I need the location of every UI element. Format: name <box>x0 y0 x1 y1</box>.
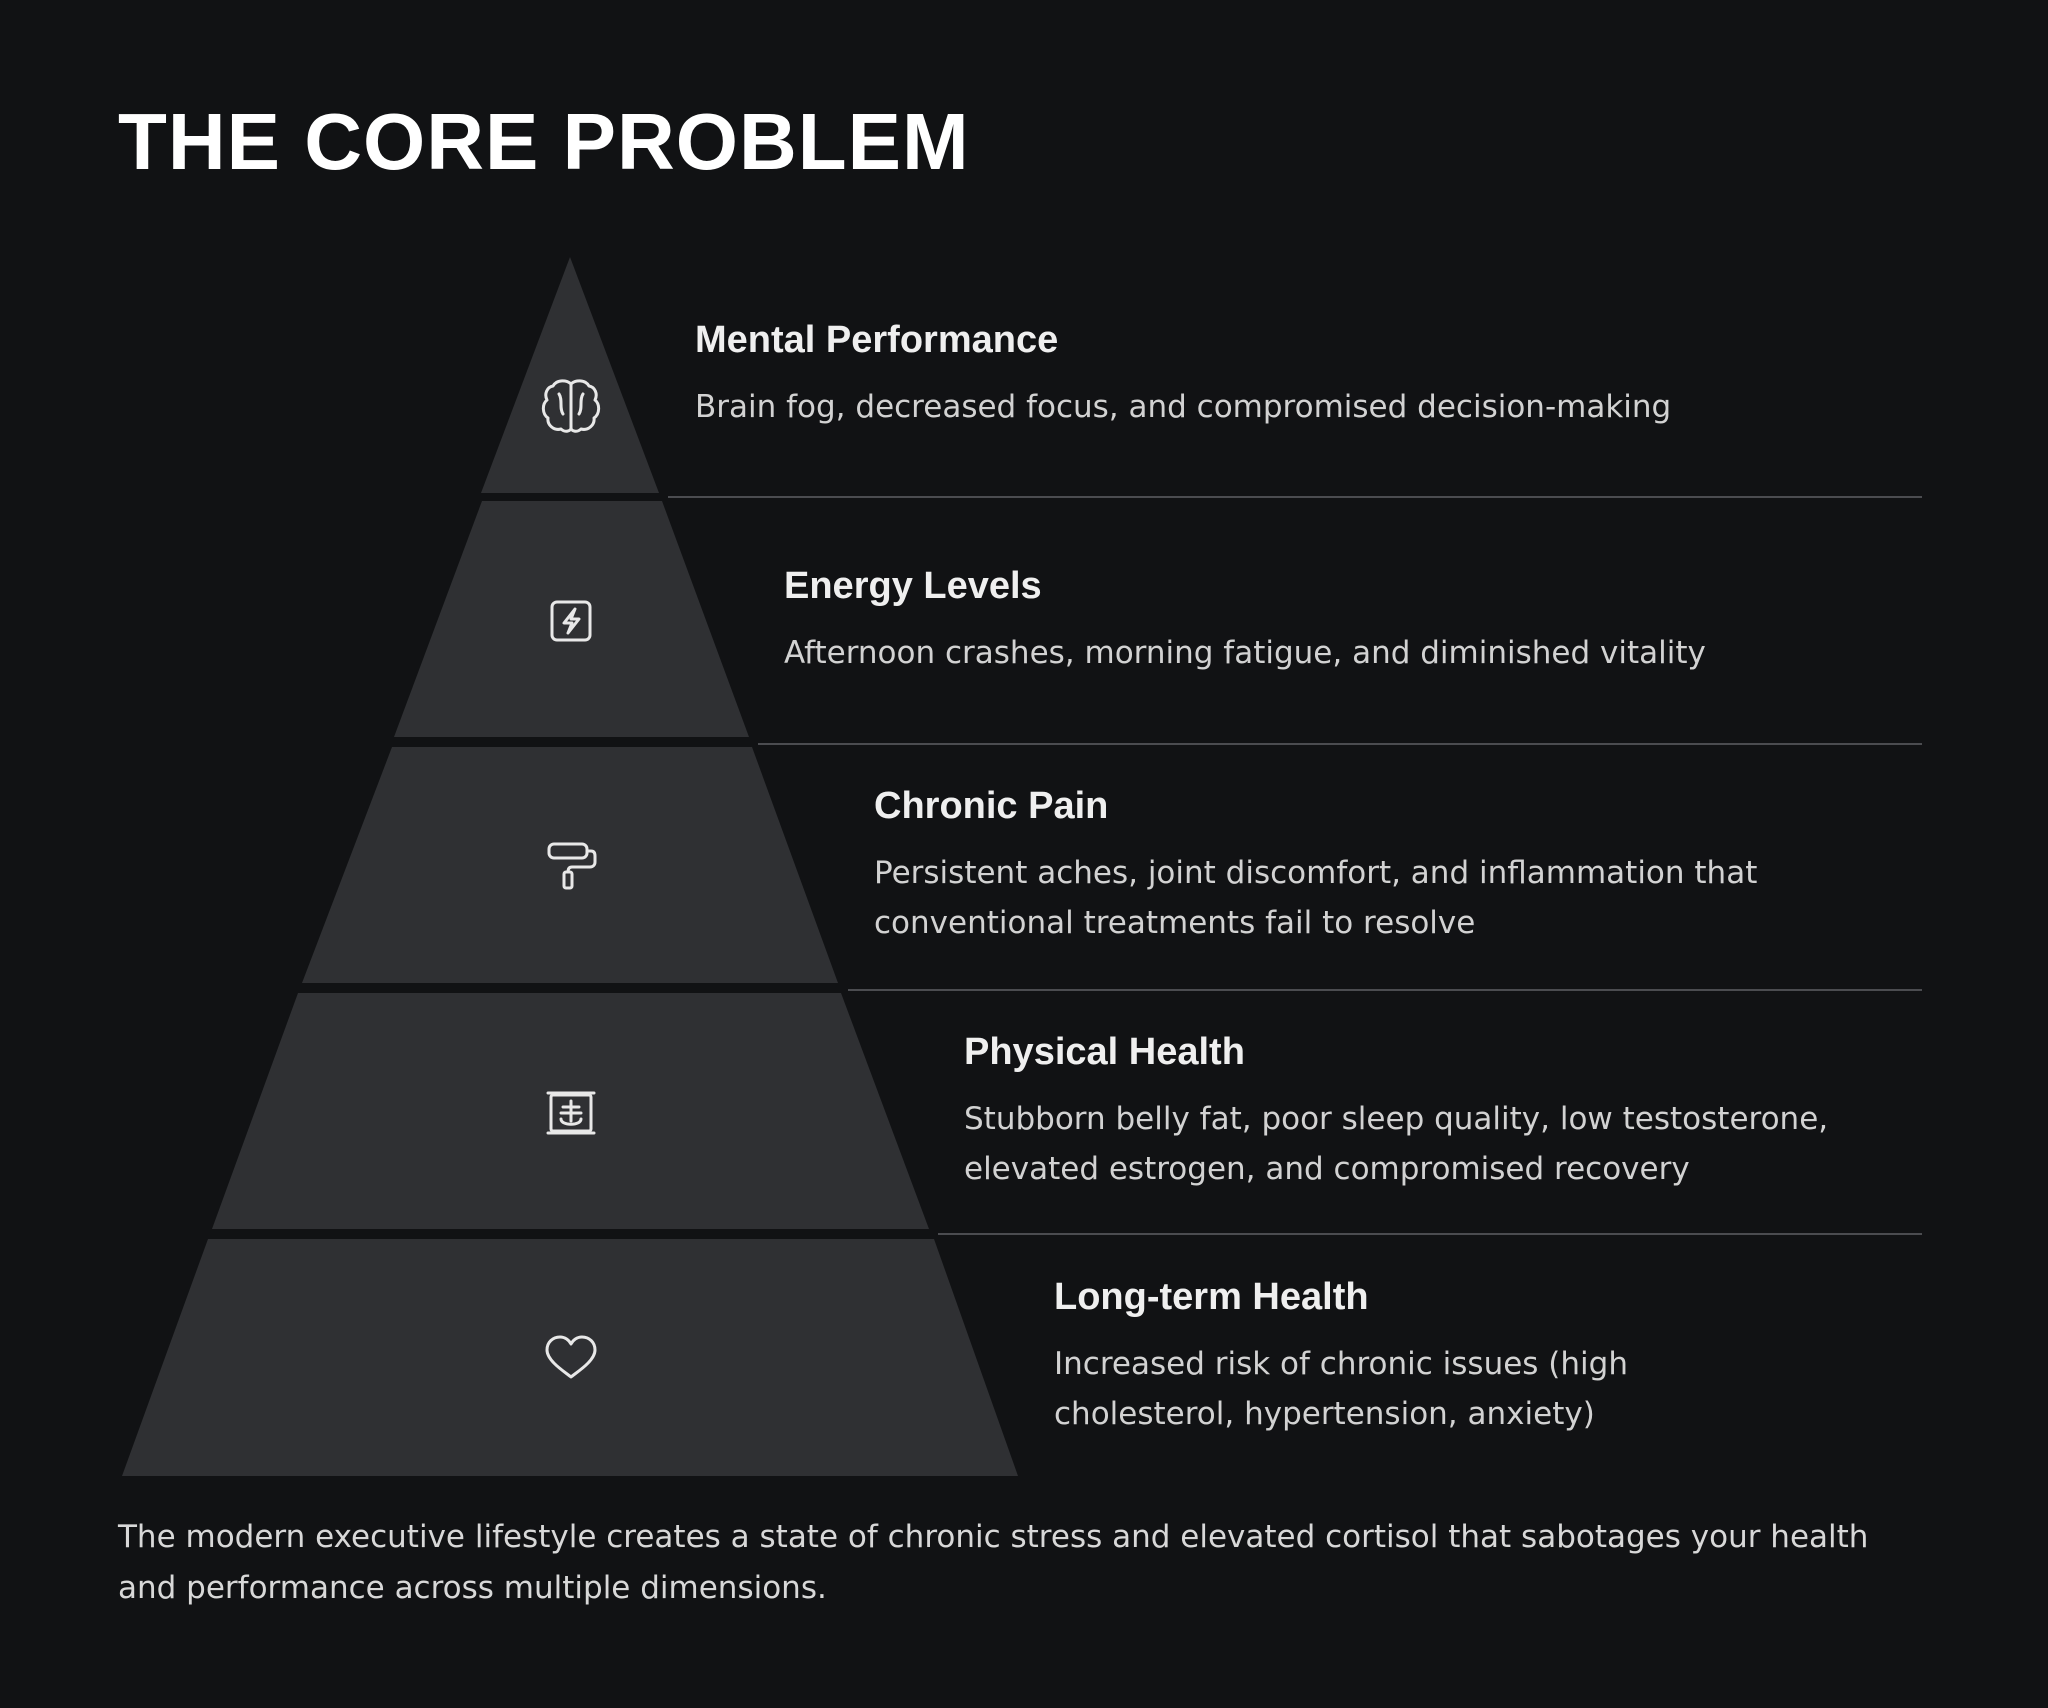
pyramid-tier-3 <box>302 747 838 983</box>
tier-chronic-pain: Chronic Pain Persistent aches, joint dis… <box>874 782 1884 948</box>
tier-title: Mental Performance <box>695 319 1059 361</box>
tier-title: Energy Levels <box>784 565 1042 607</box>
tier-title: Long-term Health <box>1054 1276 1369 1318</box>
tier-description: Stubborn belly fat, poor sleep quality, … <box>964 1101 1829 1187</box>
tier-description: Increased risk of chronic issues (high c… <box>1054 1346 1628 1432</box>
heart-icon <box>545 1335 597 1379</box>
x-ray-icon <box>546 1091 596 1135</box>
brain-icon <box>541 379 601 433</box>
page-title: THE CORE PROBLEM <box>118 97 970 186</box>
tier-description: Persistent aches, joint discomfort, and … <box>874 855 1758 941</box>
tier-description: Afternoon crashes, morning fatigue, and … <box>784 635 1706 671</box>
lightning-bolt-icon <box>550 600 592 642</box>
tier-physical-health: Physical Health Stubborn belly fat, poor… <box>964 1028 1914 1194</box>
footer-summary: The modern executive lifestyle creates a… <box>118 1519 1869 1606</box>
tier-title: Chronic Pain <box>874 785 1109 827</box>
pyramid-tier-2 <box>394 501 749 737</box>
tier-mental-performance: Mental Performance Brain fog, decreased … <box>695 316 1895 432</box>
pyramid-tier-1 <box>481 257 659 493</box>
tier-long-term-health: Long-term Health Increased risk of chron… <box>1054 1273 1814 1439</box>
pyramid-tier-5 <box>122 1239 1018 1476</box>
tier-description: Brain fog, decreased focus, and compromi… <box>695 389 1672 425</box>
paint-roller-icon <box>547 842 597 890</box>
tier-energy-levels: Energy Levels Afternoon crashes, morning… <box>784 562 1914 678</box>
pyramid-tier-4 <box>212 993 929 1229</box>
tier-title: Physical Health <box>964 1031 1245 1073</box>
